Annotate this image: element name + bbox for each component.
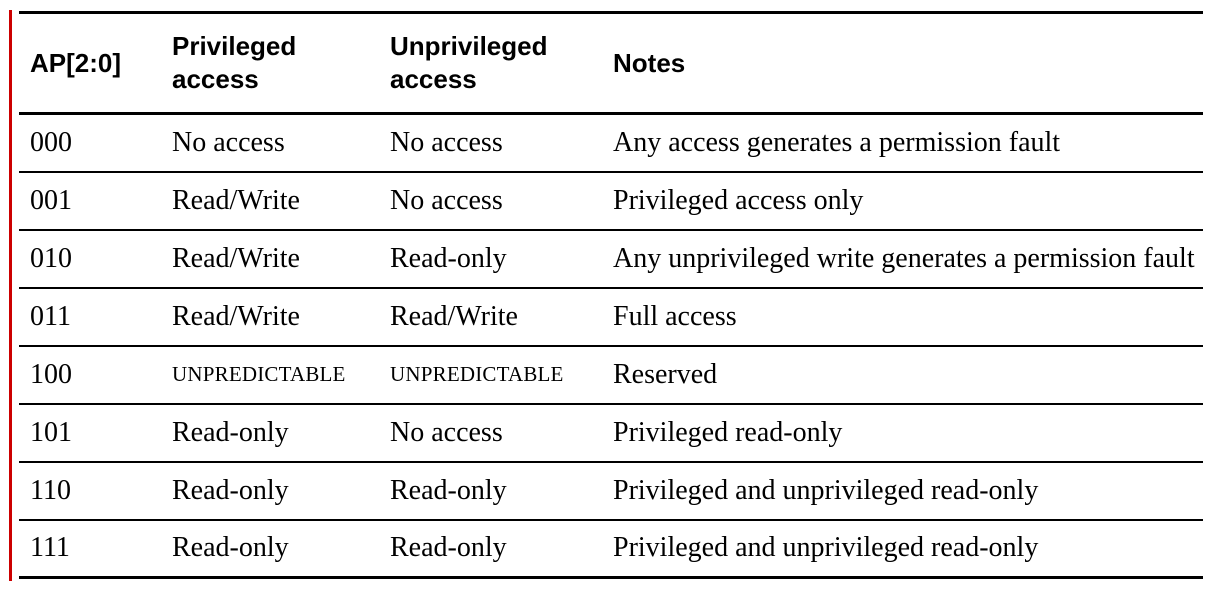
unprivileged-access-cell: No access: [379, 405, 602, 463]
notes-cell: Any access generates a permission fault: [602, 115, 1203, 173]
unprivileged-access-cell: Read-only: [379, 463, 602, 521]
change-bar: [9, 10, 12, 581]
privileged-access-cell: No access: [161, 115, 379, 173]
column-header-notes: Notes: [602, 14, 1203, 115]
notes-cell: Privileged and unprivileged read-only: [602, 463, 1203, 521]
notes-cell: Privileged read-only: [602, 405, 1203, 463]
unprivileged-access-cell: No access: [379, 173, 602, 231]
privileged-access-cell: Read/Write: [161, 289, 379, 347]
column-header-privileged-access: Privileged access: [161, 14, 379, 115]
access-permissions-table: AP[2:0] Privileged access Unprivileged a…: [19, 11, 1203, 579]
ap-bits-cell: 001: [19, 173, 161, 231]
ap-bits-cell: 100: [19, 347, 161, 405]
privileged-access-cell: Read/Write: [161, 231, 379, 289]
privileged-access-cell: UNPREDICTABLE: [161, 347, 379, 405]
ap-bits-cell: 110: [19, 463, 161, 521]
unprivileged-access-cell: Read-only: [379, 521, 602, 579]
privileged-access-cell: Read/Write: [161, 173, 379, 231]
privileged-access-cell: Read-only: [161, 405, 379, 463]
notes-cell: Privileged and unprivileged read-only: [602, 521, 1203, 579]
ap-bits-cell: 010: [19, 231, 161, 289]
column-header-ap-bits: AP[2:0]: [19, 14, 161, 115]
privileged-access-cell: Read-only: [161, 521, 379, 579]
privileged-access-cell: Read-only: [161, 463, 379, 521]
notes-cell: Full access: [602, 289, 1203, 347]
column-header-unprivileged-access: Unprivileged access: [379, 14, 602, 115]
notes-cell: Privileged access only: [602, 173, 1203, 231]
unprivileged-access-cell: Read/Write: [379, 289, 602, 347]
unprivileged-access-cell: No access: [379, 115, 602, 173]
table-header-row: AP[2:0] Privileged access Unprivileged a…: [19, 14, 1203, 115]
ap-bits-cell: 101: [19, 405, 161, 463]
ap-bits-cell: 111: [19, 521, 161, 579]
ap-bits-cell: 011: [19, 289, 161, 347]
notes-cell: Any unprivileged write generates a permi…: [602, 231, 1203, 289]
ap-bits-cell: 000: [19, 115, 161, 173]
unprivileged-access-cell: UNPREDICTABLE: [379, 347, 602, 405]
unprivileged-access-cell: Read-only: [379, 231, 602, 289]
notes-cell: Reserved: [602, 347, 1203, 405]
